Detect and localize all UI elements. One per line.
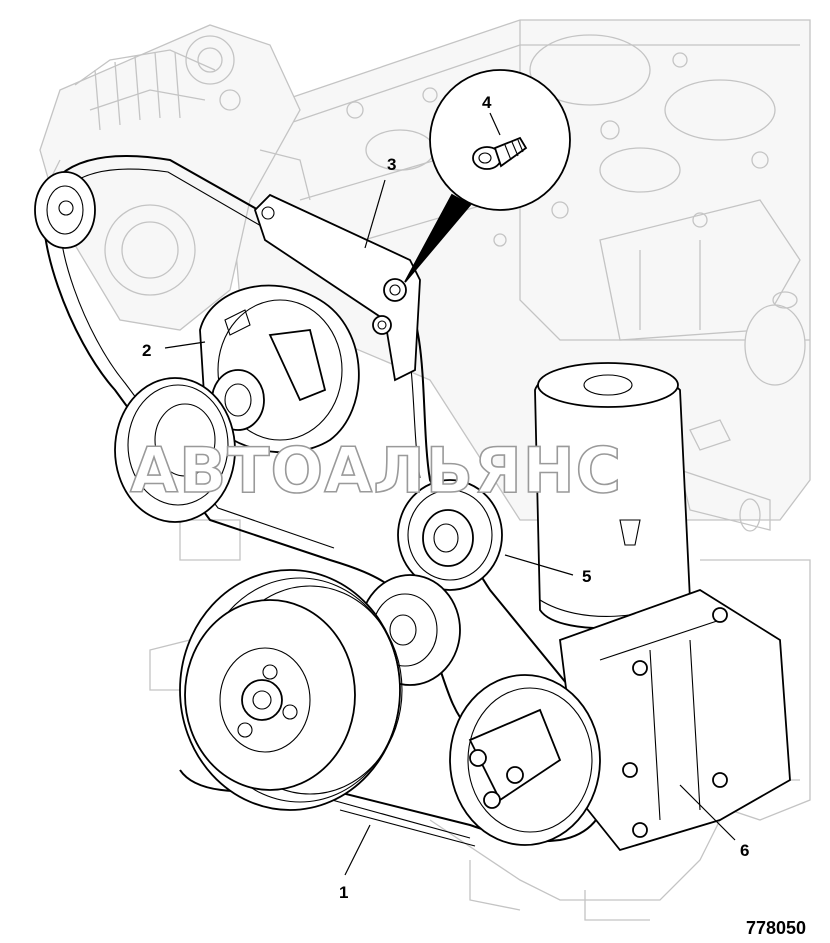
alternator-pulley xyxy=(34,171,96,249)
alternator-background xyxy=(39,24,311,331)
mounting-bracket xyxy=(253,193,421,382)
crankshaft-pulley xyxy=(179,569,403,811)
callout-2: 2 xyxy=(142,341,151,360)
watermark-text: АВТОАЛЬЯНС xyxy=(130,434,622,507)
bolt-icon xyxy=(472,136,528,170)
callout-labels: 1 2 3 4 5 6 xyxy=(142,93,749,902)
callout-6: 6 xyxy=(740,841,749,860)
idler-pulley-left xyxy=(114,377,236,523)
ac-compressor xyxy=(449,589,791,852)
bolt-detail-inset xyxy=(404,69,571,283)
callout-4: 4 xyxy=(482,93,492,112)
callout-3: 3 xyxy=(387,155,396,174)
callout-5: 5 xyxy=(582,567,591,586)
idler-pulley xyxy=(397,479,503,591)
leader-lines xyxy=(164,112,736,876)
figure-number: 778050 xyxy=(746,918,806,938)
callout-1: 1 xyxy=(339,883,348,902)
